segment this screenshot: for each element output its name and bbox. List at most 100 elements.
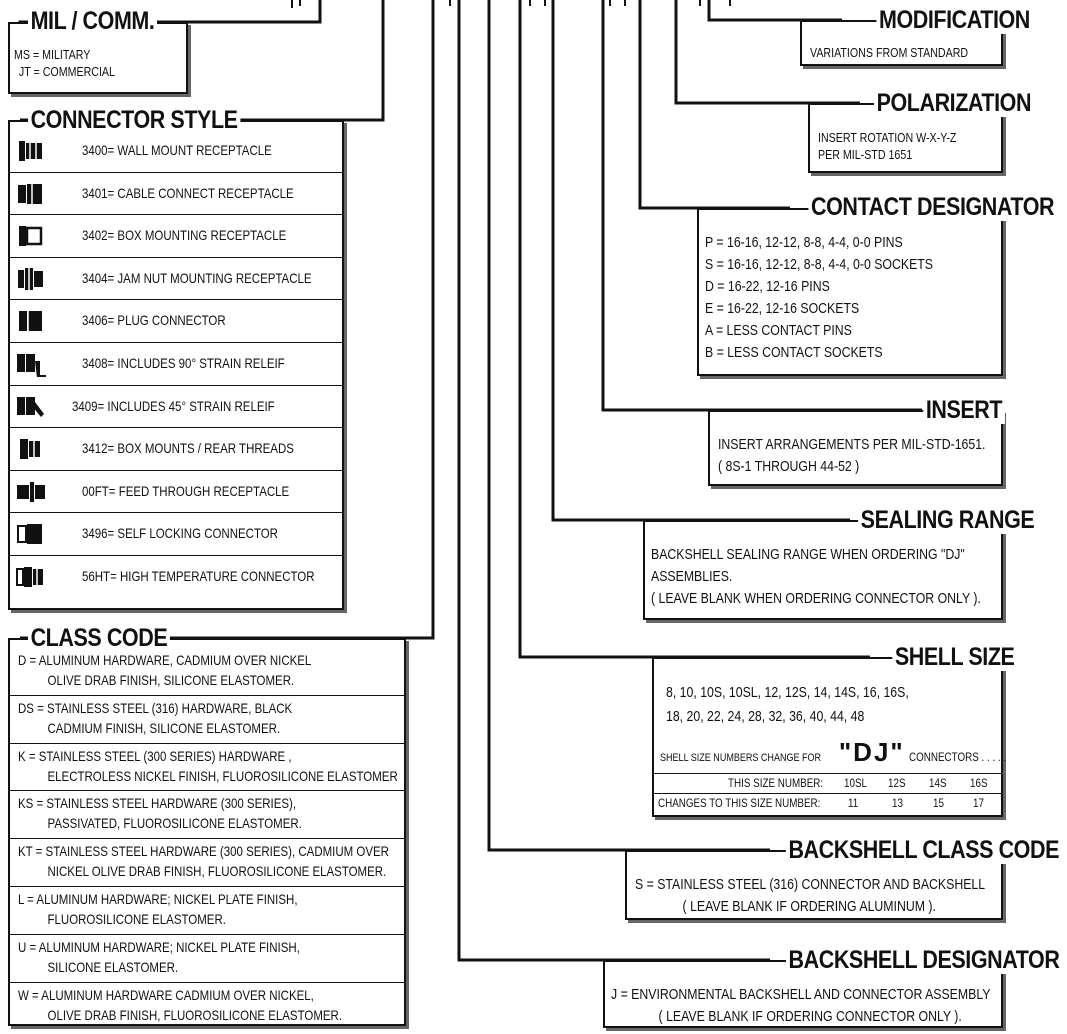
sealing-line-1: BACKSHELL SEALING RANGE WHEN ORDERING "D… xyxy=(651,546,965,563)
contact-line-d: D = 16-22, 12-16 PINS xyxy=(705,278,830,295)
contact-line-e: E = 16-22, 12-16 SOCKETS xyxy=(705,300,860,317)
class-code-line-2: CADMIUM FINISH, SILICONE ELASTOMER. xyxy=(47,719,281,736)
class-code-line-2: OLIVE DRAB FINISH, SILICONE ELASTOMER. xyxy=(47,672,295,688)
class-code-row: W = ALUMINUM HARDWARE CADMIUM OVER NICKE… xyxy=(10,983,404,1031)
mil-comm-line-ms: MS = MILITARY xyxy=(14,47,91,62)
contact-designator-header: CONTACT DESIGNATOR xyxy=(808,193,1057,221)
shell-table-row-this-label: THIS SIZE NUMBER: xyxy=(728,776,824,790)
connector-style-row: 56HT= HIGH TEMPERATURE CONNECTOR xyxy=(10,556,342,599)
shell-table-cell: 14S xyxy=(929,776,947,790)
shell-size-box: 8, 10, 10S, 10SL, 12, 12S, 14, 14S, 16, … xyxy=(652,657,1007,817)
mil-comm-header: MIL / COMM. xyxy=(28,7,158,35)
self-locking-connector-icon xyxy=(17,524,42,545)
sealing-line-3: ( LEAVE BLANK WHEN ORDERING CONNECTOR ON… xyxy=(651,590,981,607)
shell-size-line-1: 8, 10, 10S, 10SL, 12, 12S, 14, 14S, 16, … xyxy=(666,684,909,701)
class-code-line-2: PASSIVATED, FLUOROSILICONE ELASTOMER. xyxy=(47,815,302,832)
class-code-box: D = ALUMINUM HARDWARE, CADMIUM OVER NICK… xyxy=(8,638,406,1026)
contact-line-s: S = 16-16, 12-12, 8-8, 4-4, 0-0 SOCKETS xyxy=(705,256,934,273)
class-code-row: U = ALUMINUM HARDWARE; NICKEL PLATE FINI… xyxy=(10,935,404,983)
feed-through-receptacle-icon xyxy=(17,481,45,502)
shell-table-row-this: THIS SIZE NUMBER: 10SL 12S 14S 16S xyxy=(654,773,1001,794)
backshell-designator-line-2: ( LEAVE BLANK IF ORDERING CONNECTOR ONLY… xyxy=(658,1008,962,1025)
high-temperature-connector-icon xyxy=(16,567,43,587)
shell-table-cell: 11 xyxy=(848,796,859,810)
connector-style-row: 3404= JAM NUT MOUNTING RECEPTACLE xyxy=(10,258,342,301)
class-code-line-1: U = ALUMINUM HARDWARE; NICKEL PLATE FINI… xyxy=(18,938,300,955)
shell-table-cell: 12S xyxy=(888,776,906,790)
box-mount-rear-thread-icon xyxy=(20,439,40,460)
sealing-line-2: ASSEMBLIES. xyxy=(651,568,733,585)
connector-style-row: 3402= BOX MOUNTING RECEPTACLE xyxy=(10,215,342,258)
connector-style-label: 3412= BOX MOUNTS / REAR THREADS xyxy=(82,440,294,457)
jam-nut-receptacle-icon xyxy=(18,267,43,290)
connector-style-label: 00FT= FEED THROUGH RECEPTACLE xyxy=(82,482,290,499)
class-code-row: L = ALUMINUM HARDWARE; NICKEL PLATE FINI… xyxy=(10,887,404,935)
connector-style-label: 3404= JAM NUT MOUNTING RECEPTACLE xyxy=(82,269,312,286)
cable-connect-receptacle-icon xyxy=(18,183,42,204)
polarization-line-1: INSERT ROTATION W-X-Y-Z xyxy=(818,130,957,145)
connector-style-row: 3401= CABLE CONNECT RECEPTACLE xyxy=(10,173,342,216)
contact-line-b: B = LESS CONTACT SOCKETS xyxy=(705,344,883,361)
class-code-row: KS = STAINLESS STEEL HARDWARE (300 SERIE… xyxy=(10,791,404,840)
insert-line-2: ( 8S-1 THROUGH 44-52 ) xyxy=(718,458,860,475)
modification-line: VARIATIONS FROM STANDARD xyxy=(810,45,969,60)
shell-change-dj: "DJ" xyxy=(838,737,905,767)
class-code-line-2: SILICONE ELASTOMER. xyxy=(47,958,179,975)
contact-line-a: A = LESS CONTACT PINS xyxy=(705,322,852,339)
polarization-line-2: PER MIL-STD 1651 xyxy=(818,147,913,162)
sealing-range-header: SEALING RANGE xyxy=(858,506,1037,534)
class-code-line-1: W = ALUMINUM HARDWARE CADMIUM OVER NICKE… xyxy=(18,986,314,1003)
mil-comm-box: MS = MILITARY JT = COMMERCIAL xyxy=(8,22,188,94)
box-mounting-receptacle-icon xyxy=(19,226,43,247)
contact-line-p: P = 16-16, 12-12, 8-8, 4-4, 0-0 PINS xyxy=(705,234,903,251)
connector-style-label: 3409= INCLUDES 45° STRAIN RELEIF xyxy=(72,397,275,414)
backshell-class-line-1: S = STAINLESS STEEL (316) CONNECTOR AND … xyxy=(635,876,986,893)
connector-style-label: 3406= PLUG CONNECTOR xyxy=(82,312,226,329)
shell-table-cell: 13 xyxy=(892,796,903,810)
shell-table-cell: 15 xyxy=(933,796,944,810)
shell-change-prefix: SHELL SIZE NUMBERS CHANGE FOR xyxy=(660,752,822,764)
class-code-row: D = ALUMINUM HARDWARE, CADMIUM OVER NICK… xyxy=(10,648,404,696)
class-code-line-2: OLIVE DRAB FINISH, FLUOROSILICONE ELASTO… xyxy=(47,1006,343,1023)
shell-change-suffix: CONNECTORS . . . . . xyxy=(909,750,1007,764)
class-code-line-1: K = STAINLESS STEEL (300 SERIES) HARDWAR… xyxy=(18,747,292,764)
wall-mount-receptacle-icon xyxy=(19,141,42,161)
strain-relief-45-icon xyxy=(17,396,44,417)
connector-style-label: 3401= CABLE CONNECT RECEPTACLE xyxy=(82,184,294,201)
class-code-line-1: L = ALUMINUM HARDWARE; NICKEL PLATE FINI… xyxy=(18,891,298,907)
connector-style-label: 56HT= HIGH TEMPERATURE CONNECTOR xyxy=(82,568,315,584)
backshell-class-line-2: ( LEAVE BLANK IF ORDERING ALUMINUM ). xyxy=(682,898,936,915)
class-code-row: KT = STAINLESS STEEL HARDWARE (300 SERIE… xyxy=(10,839,404,887)
connector-style-row: 3408= INCLUDES 90° STRAIN RELEIF xyxy=(10,343,342,386)
class-code-line-1: KS = STAINLESS STEEL HARDWARE (300 SERIE… xyxy=(18,795,297,812)
shell-table-row-changes: CHANGES TO THIS SIZE NUMBER: 11 13 15 17 xyxy=(654,793,1001,814)
shell-table-cell: 17 xyxy=(973,796,984,810)
class-code-line-2: FLUOROSILICONE ELASTOMER. xyxy=(47,911,226,927)
class-code-row: K = STAINLESS STEEL (300 SERIES) HARDWAR… xyxy=(10,744,404,792)
backshell-class-code-header: BACKSHELL CLASS CODE xyxy=(786,836,1062,864)
insert-line-1: INSERT ARRANGEMENTS PER MIL-STD-1651. xyxy=(718,436,986,453)
connector-style-row: 3409= INCLUDES 45° STRAIN RELEIF xyxy=(10,386,342,429)
shell-table-row-changes-label: CHANGES TO THIS SIZE NUMBER: xyxy=(658,796,821,810)
shell-size-line-2: 18, 20, 22, 24, 28, 32, 36, 40, 44, 48 xyxy=(666,708,865,725)
class-code-header: CLASS CODE xyxy=(28,624,170,652)
connector-style-row: 3412= BOX MOUNTS / REAR THREADS xyxy=(10,428,342,471)
class-code-line-2: NICKEL OLIVE DRAB FINISH, FLUOROSILICONE… xyxy=(47,863,387,880)
connector-style-row: 3496= SELF LOCKING CONNECTOR xyxy=(10,513,342,556)
connector-style-row: 3406= PLUG CONNECTOR xyxy=(10,300,342,343)
plug-connector-icon xyxy=(19,311,42,332)
connector-style-label: 3496= SELF LOCKING CONNECTOR xyxy=(82,525,278,542)
backshell-designator-line-1: J = ENVIRONMENTAL BACKSHELL AND CONNECTO… xyxy=(611,986,991,1003)
strain-relief-90-icon xyxy=(17,354,46,377)
mil-comm-line-jt: JT = COMMERCIAL xyxy=(18,64,115,79)
sealing-range-box: BACKSHELL SEALING RANGE WHEN ORDERING "D… xyxy=(643,520,1003,620)
connector-style-label: 3408= INCLUDES 90° STRAIN RELEIF xyxy=(82,355,285,371)
backshell-designator-header: BACKSHELL DESIGNATOR xyxy=(785,946,1062,974)
polarization-header: POLARIZATION xyxy=(874,89,1034,117)
connector-style-label: 3402= BOX MOUNTING RECEPTACLE xyxy=(82,227,287,244)
class-code-line-1: D = ALUMINUM HARDWARE, CADMIUM OVER NICK… xyxy=(18,652,312,668)
insert-header: INSERT xyxy=(923,396,1005,424)
shell-table-cell: 16S xyxy=(970,776,988,790)
connector-style-label: 3400= WALL MOUNT RECEPTACLE xyxy=(82,142,272,158)
